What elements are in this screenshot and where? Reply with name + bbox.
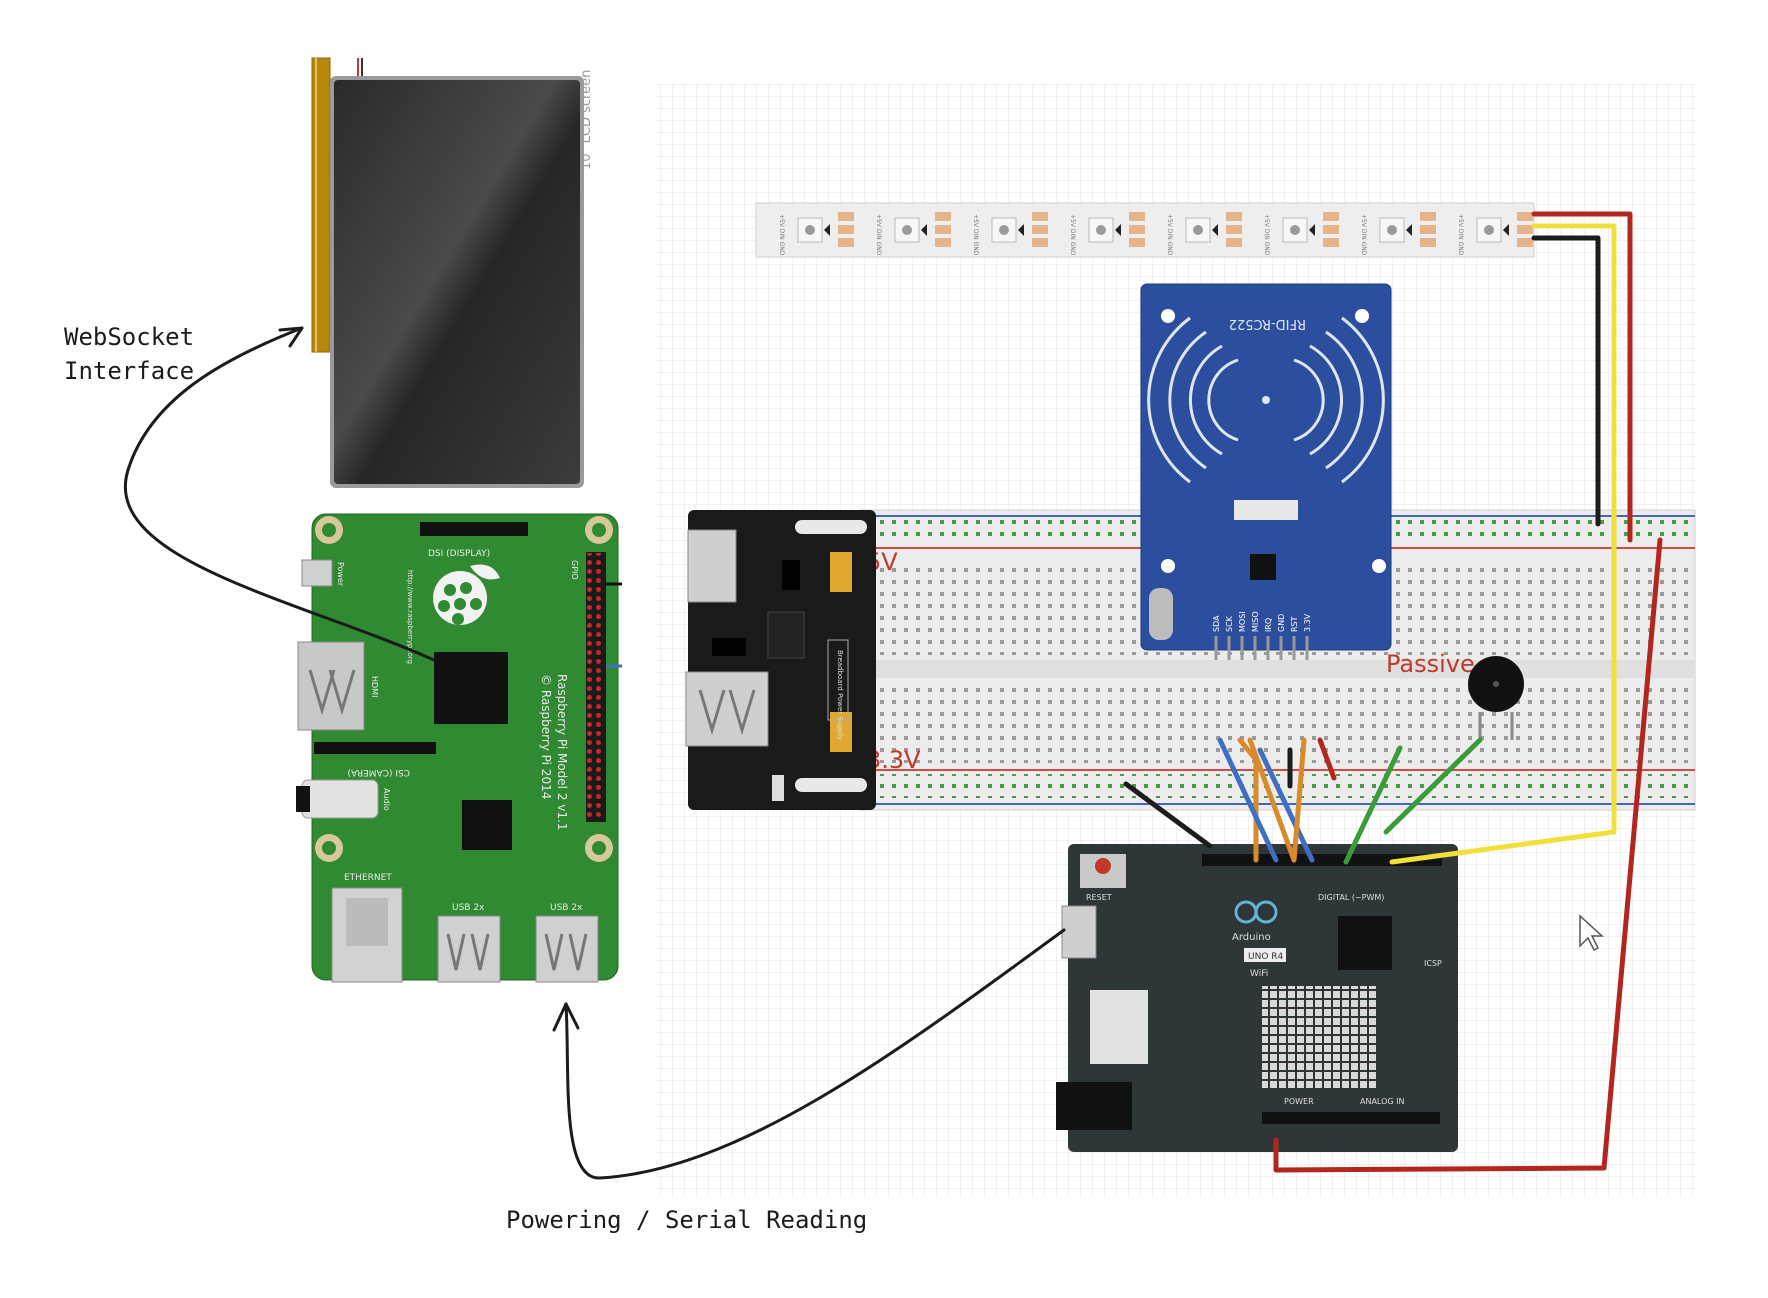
- led-segment-label: +5V DIN GND: [875, 214, 882, 256]
- websocket-arrow: [124, 326, 436, 662]
- led-segment-label: +5V DIN GND: [1457, 214, 1464, 256]
- led-segment-label: +5V DIN GND: [972, 214, 979, 256]
- arduino-icsp: ICSP: [1424, 959, 1442, 968]
- pi-audio-label: Audio: [382, 788, 391, 811]
- arduino-power: POWER: [1284, 1097, 1314, 1106]
- websocket-line1: WebSocket: [64, 323, 195, 351]
- led-segment: +5V DIN GND: [1263, 212, 1339, 256]
- led-segment: +5V DIN GND: [1166, 212, 1242, 256]
- pi-csi-label: CSI (CAMERA): [348, 767, 410, 777]
- rfid-module: RFID-RC522 SDA SCK MOSI MISO IRQ GND RST 3.3V: [1140, 283, 1392, 660]
- arduino-uno: RESET Arduino UNO R4 WiFi DIGITAL (~PWM)…: [1056, 844, 1458, 1152]
- arduino-variant: WiFi: [1250, 969, 1268, 979]
- pi-gpio-label: GPIO: [570, 560, 579, 580]
- serial-arrow: [564, 928, 1066, 1180]
- led-segment: +5V DIN GND: [778, 212, 854, 256]
- websocket-annotation: WebSocket Interface: [64, 320, 194, 388]
- breadboard: 5V 3.3V: [859, 509, 1696, 811]
- rfid-pin-label: MISO: [1251, 611, 1260, 632]
- pi-usb1-label: USB 2x: [452, 903, 485, 913]
- led-segment-label: +5V DIN GND: [1166, 214, 1173, 256]
- pi-usb2-label: USB 2x: [550, 903, 583, 913]
- rfid-pin-label: IRQ: [1264, 618, 1273, 632]
- rfid-pin-label: SCK: [1225, 615, 1234, 632]
- passive-buzzer: Passive: [1386, 650, 1524, 740]
- led-segment-label: +5V DIN GND: [1069, 214, 1076, 256]
- wires: [1123, 211, 1663, 1173]
- mouse-cursor-icon: [1579, 914, 1604, 952]
- pi-ethernet-label: ETHERNET: [344, 873, 392, 883]
- raspberry-pi: DSI (DISPLAY) http://www.raspberrypi.org…: [296, 513, 622, 983]
- pi-dsi-label: DSI (DISPLAY): [428, 549, 490, 559]
- annotation-arrows: [124, 326, 1066, 1180]
- led-segment-label: +5V DIN GND: [1360, 214, 1367, 256]
- arduino-analog: ANALOG IN: [1360, 1097, 1405, 1106]
- led-segment: +5V DIN GND: [1360, 212, 1436, 256]
- led-segment: +5V DIN GND: [1457, 212, 1533, 256]
- rfid-pin-label: RST: [1290, 616, 1299, 632]
- led-segment: +5V DIN GND: [875, 212, 951, 256]
- rfid-pin-label: 3.3V: [1303, 613, 1312, 632]
- lcd-screen: 10" LCD screen: [311, 57, 594, 488]
- raspberry-logo-icon: [433, 564, 500, 625]
- rfid-pin-label: GND: [1277, 614, 1286, 632]
- power-module: Breadboard Power Supply: [685, 510, 876, 810]
- powering-annotation: Powering / Serial Reading: [506, 1206, 868, 1234]
- pi-hdmi-label: HDMI: [370, 676, 379, 697]
- arduino-brand: Arduino: [1232, 932, 1271, 943]
- pi-power-label: Power: [336, 562, 345, 587]
- arduino-digital: DIGITAL (~PWM): [1318, 893, 1384, 902]
- rfid-pin-label: MOSI: [1238, 611, 1247, 632]
- rfid-pin-label: SDA: [1212, 615, 1221, 632]
- pi-url: http://www.raspberrypi.org: [406, 570, 414, 664]
- pi-model-line1: Raspberry Pi Model 2 v1.1: [555, 674, 569, 830]
- power-module-label: Breadboard Power Supply: [836, 650, 844, 740]
- buzzer-label: Passive: [1386, 650, 1475, 678]
- led-segment-label: +5V DIN GND: [778, 214, 785, 256]
- led-segment-label: +5V DIN GND: [1263, 214, 1270, 256]
- rfid-title: RFID-RC522: [1229, 316, 1306, 331]
- websocket-line2: Interface: [64, 357, 195, 385]
- led-segment: +5V DIN GND: [1069, 212, 1145, 256]
- arduino-model: UNO R4: [1248, 952, 1284, 962]
- pi-model-line2: © Raspberry Pi 2014: [539, 674, 553, 799]
- led-segment: +5V DIN GND: [972, 212, 1048, 256]
- lcd-label: 10" LCD screen: [579, 70, 594, 170]
- led-strip: +5V DIN GND +5V DIN GND +5V DIN GND +5V DIN…: [755, 202, 1535, 258]
- arduino-reset: RESET: [1086, 893, 1112, 902]
